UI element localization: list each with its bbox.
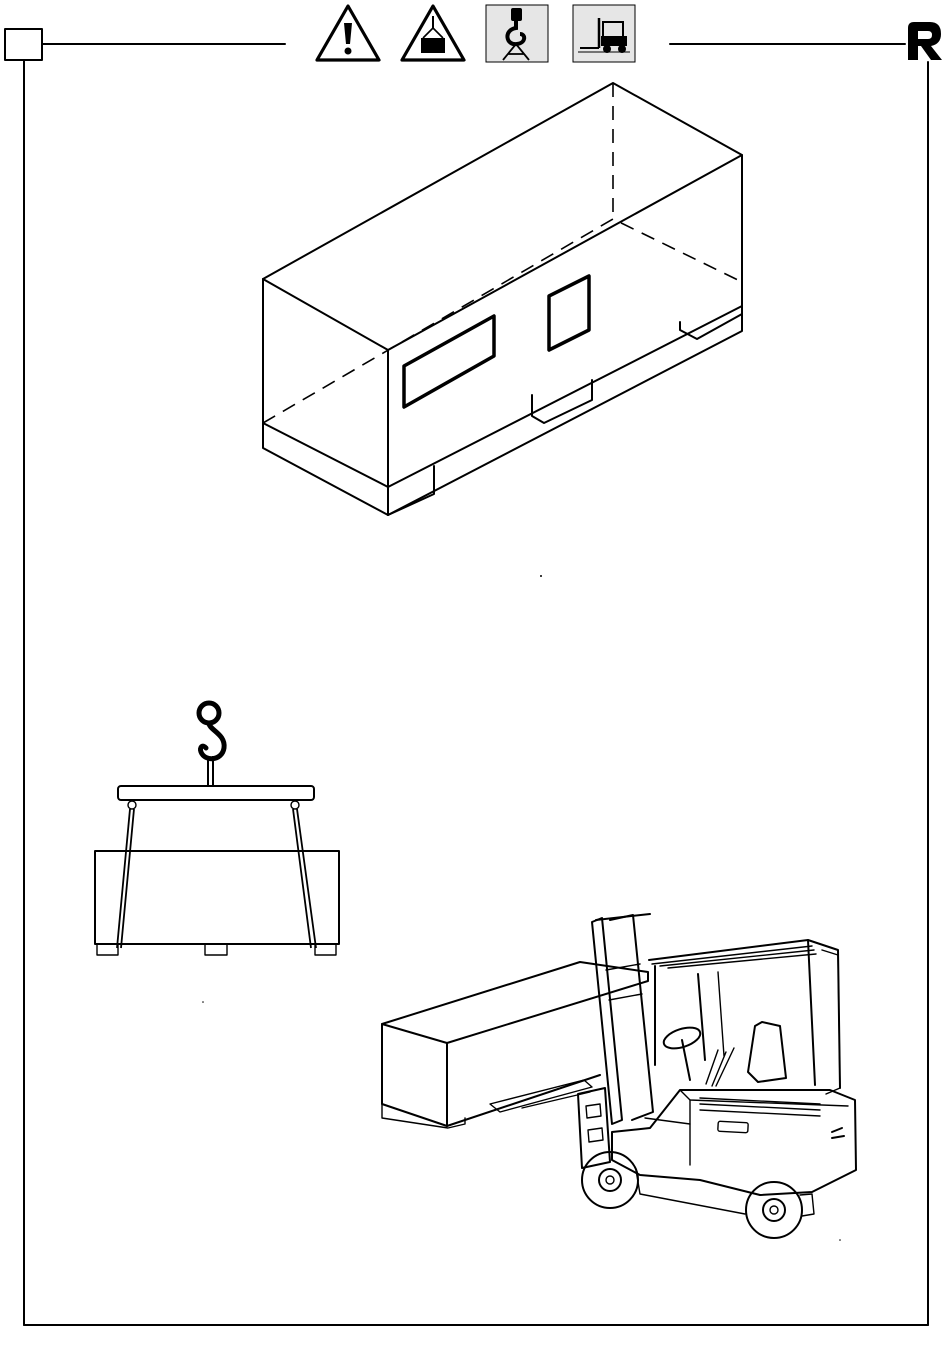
page-marker-box [5,29,42,60]
forklift-lifting-illustration [382,914,856,1238]
page-frame [5,29,928,1325]
suspended-load-warning-icon [402,6,464,60]
crane-hook-icon [486,5,548,62]
rear-wheel [746,1182,802,1238]
packing-crate-illustration [263,83,742,515]
brand-logo [908,22,942,60]
warning-triangle-icon [317,6,379,60]
forklift-icon [573,5,635,62]
crane-lifting-illustration [95,703,339,955]
